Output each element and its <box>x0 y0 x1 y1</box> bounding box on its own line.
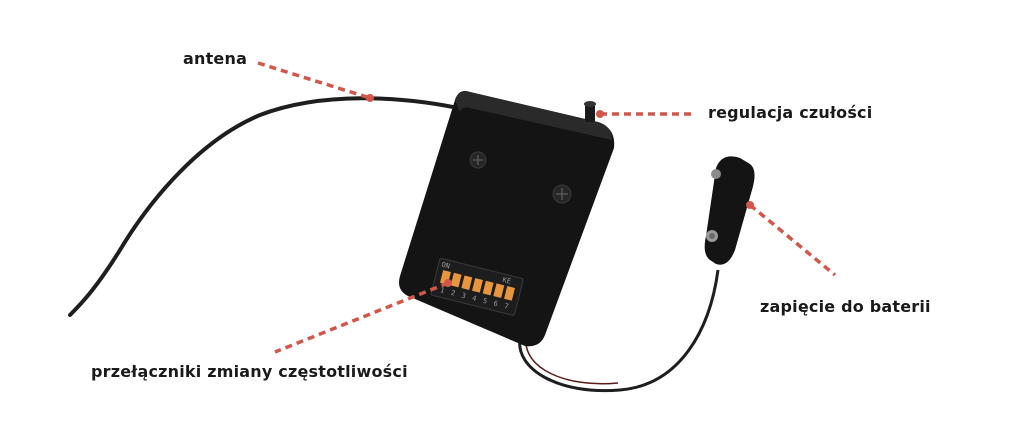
battery-cable <box>518 269 720 393</box>
dip-number: 7 <box>503 302 509 311</box>
leader-dot-switches <box>444 279 452 287</box>
label-frequency-switches: przełączniki zmiany częstotliwości <box>91 362 408 381</box>
label-antenna: antena <box>183 49 248 68</box>
dip-number: 4 <box>471 294 477 303</box>
dip-lever <box>504 286 515 301</box>
battery-clip <box>704 156 755 265</box>
dip-on-mark: ON <box>440 261 450 271</box>
dip-number: 3 <box>461 291 467 300</box>
leader-dot-battery <box>746 201 754 209</box>
dip-number: 2 <box>450 289 456 298</box>
dip-number: 1 <box>439 286 445 295</box>
dip-lever <box>482 280 494 296</box>
leader-dot-sensitivity <box>596 110 604 118</box>
dip-lever <box>493 283 505 298</box>
dip-number: 5 <box>482 297 488 306</box>
leader-dot-antenna <box>366 94 374 102</box>
dip-number: 6 <box>493 299 499 308</box>
sensitivity-knob <box>584 101 596 122</box>
battery-cable-red <box>525 337 619 385</box>
label-battery-clip: zapięcie do baterii <box>760 297 931 316</box>
dip-lever <box>461 275 473 290</box>
leader-line-battery <box>748 203 837 277</box>
dip-lever <box>450 272 462 288</box>
dip-code-mark: KE <box>502 276 512 286</box>
leader-line-antenna <box>257 61 371 100</box>
leader-line-switches <box>274 281 449 354</box>
dip-switch: ON KE 1 2 3 4 5 6 7 <box>430 257 524 316</box>
label-sensitivity: regulacja czułości <box>708 103 873 122</box>
dip-lever <box>472 278 483 293</box>
